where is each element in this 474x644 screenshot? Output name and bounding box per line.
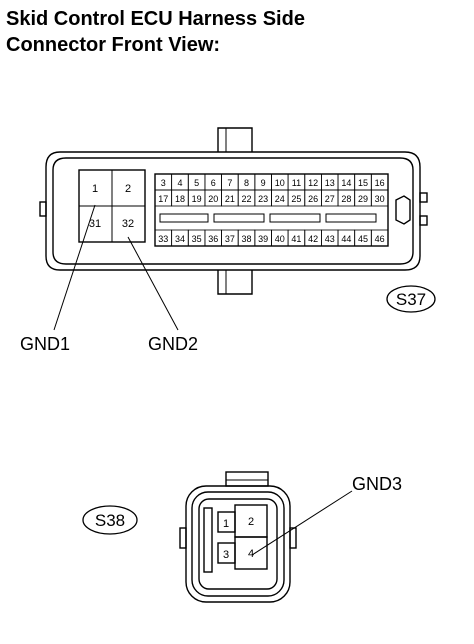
s37-pin-label: 39 [258, 234, 268, 244]
s37-pin-label: 41 [291, 234, 301, 244]
s37-pin-label: 3 [161, 178, 166, 188]
s37-pin-label: 25 [291, 194, 301, 204]
s38-pin-label: 4 [248, 548, 254, 560]
s37-pin-label: 21 [225, 194, 235, 204]
s37-pin-label: 29 [358, 194, 368, 204]
s37-slot [325, 213, 377, 223]
s37-pin-label: 43 [325, 234, 335, 244]
s37-pin-label: 32 [122, 218, 134, 230]
s38-pin-label: 3 [223, 549, 229, 561]
gnd3-leader-line [251, 490, 353, 556]
s37-pin-label: 6 [211, 178, 216, 188]
s37-pin-label: 26 [308, 194, 318, 204]
s37-pin-label: 5 [194, 178, 199, 188]
s37-pin-label: 14 [341, 178, 351, 188]
s38-left-ear [179, 527, 187, 549]
s37-pin-label: 16 [375, 178, 385, 188]
s37-right-lug-top [419, 192, 428, 203]
s37-pin-cell [370, 229, 389, 247]
s38-housing-inner [191, 491, 285, 597]
s37-pin-label: 37 [225, 234, 235, 244]
s37-pin-label: 33 [158, 234, 168, 244]
s37-pin-label: 35 [192, 234, 202, 244]
s37-pin-label: 9 [261, 178, 266, 188]
connector-s38 [179, 471, 353, 603]
gnd2-label: GND2 [148, 334, 198, 354]
s37-pin-label: 11 [292, 178, 301, 188]
diagram-title: Skid Control ECU Harness Side Connector … [6, 6, 466, 58]
s37-pin-label: 24 [275, 194, 285, 204]
gnd1-leader-line [53, 204, 96, 331]
s37-top-latch [217, 127, 253, 152]
s37-pin-label: 17 [158, 194, 168, 204]
gnd2-leader-line [127, 236, 179, 331]
s38-housing [185, 485, 291, 603]
s37-pin-label: 10 [275, 178, 285, 188]
s37-pin-label: 23 [258, 194, 268, 204]
s37-pin-label: 2 [125, 183, 131, 195]
s38-tag: S38 [95, 511, 125, 530]
s37-slot [269, 213, 321, 223]
s37-right-lug-bottom [419, 215, 428, 226]
s37-slot [213, 213, 265, 223]
s38-left-key [203, 507, 213, 573]
s38-pin-cavity [234, 536, 268, 570]
s37-pin-label: 36 [208, 234, 218, 244]
gnd1-label: GND1 [20, 334, 70, 354]
title-line-1: Skid Control ECU Harness Side [6, 8, 305, 30]
gnd3-label: GND3 [352, 474, 402, 494]
s37-pin-label: 31 [89, 218, 101, 230]
s37-pin-label: 42 [308, 234, 318, 244]
s38-pin-label: 2 [248, 516, 254, 528]
s37-pin-label: 44 [341, 234, 351, 244]
s37-pin-label: 27 [325, 194, 335, 204]
s37-pin-label: 20 [208, 194, 218, 204]
s37-pin-cell [370, 189, 389, 207]
s37-pin-label: 28 [341, 194, 351, 204]
s37-pin-label: 22 [242, 194, 252, 204]
s37-housing-inner [52, 157, 414, 265]
s37-tag: S37 [396, 290, 426, 309]
s38-right-ear [289, 527, 297, 549]
s38-pin-label: 1 [223, 518, 229, 530]
s38-top-latch [225, 471, 269, 487]
s37-housing [45, 151, 421, 271]
s37-pin-label: 18 [175, 194, 185, 204]
s37-pin-label: 45 [358, 234, 368, 244]
s37-pin-label: 40 [275, 234, 285, 244]
s37-pin-label: 38 [242, 234, 252, 244]
s37-pin-label: 30 [375, 194, 385, 204]
s38-housing-inner2 [198, 498, 278, 590]
s37-pin-label: 15 [358, 178, 368, 188]
s37-pin-label: 7 [227, 178, 232, 188]
s37-tag-ellipse [386, 285, 436, 313]
s37-pin-label: 19 [192, 194, 202, 204]
s37-pin-label: 46 [375, 234, 385, 244]
s37-pin-label: 8 [244, 178, 249, 188]
s37-pin-label: 4 [177, 178, 182, 188]
s38-tag-ellipse [82, 505, 138, 535]
s37-bottom-latch [217, 270, 253, 295]
s37-pin-label: 1 [92, 183, 98, 195]
s37-key [395, 195, 411, 225]
s37-pin-label: 13 [325, 178, 335, 188]
s37-pin-label: 12 [308, 178, 318, 188]
s37-pin-label: 34 [175, 234, 185, 244]
connector-s37 [39, 127, 428, 331]
s37-slot [159, 213, 209, 223]
s37-left-lug [39, 201, 47, 217]
title-line-2: Connector Front View: [6, 34, 221, 56]
